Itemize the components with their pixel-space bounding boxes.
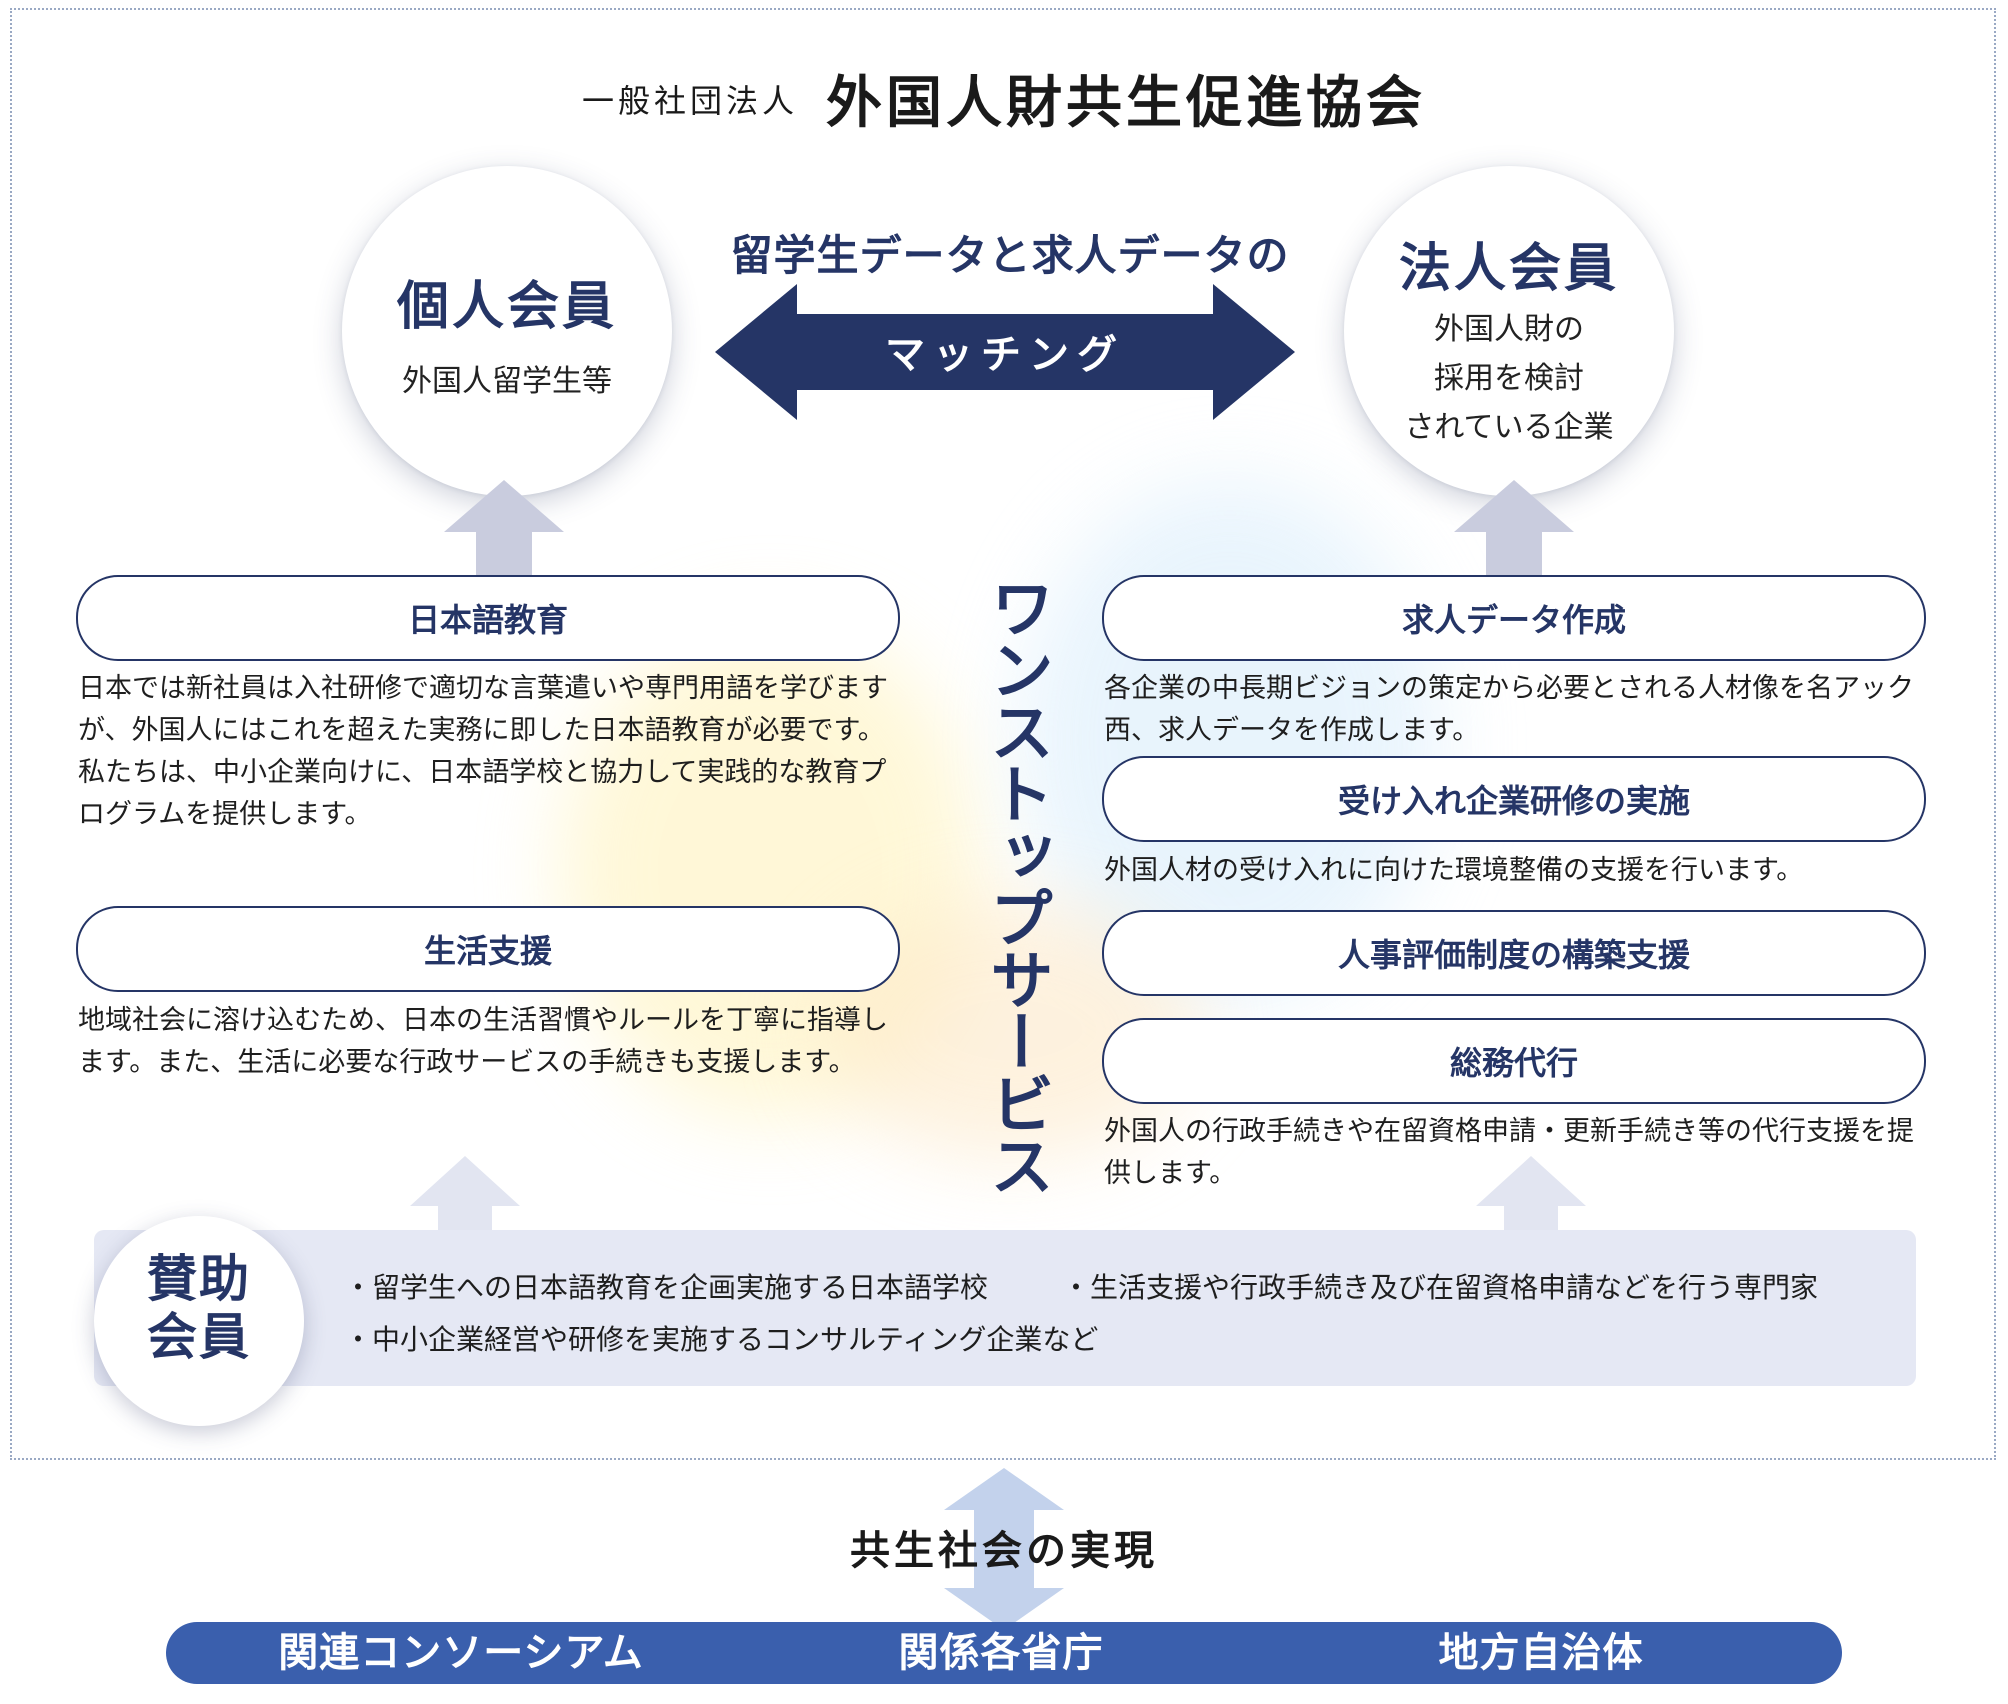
service-title: 日本語教育 xyxy=(407,601,568,639)
partner-ministries: 関係各省庁 xyxy=(898,1630,1104,1676)
individual-member-circle: 個人会員 外国人留学生等 xyxy=(342,166,672,496)
corporate-member-line: 外国人財の xyxy=(1434,312,1584,347)
service-company-training: 受け入れ企業研修の実施 xyxy=(1102,756,1926,842)
corporate-member-line: 採用を検討 xyxy=(1434,361,1584,396)
sponsor-title-line: 会員 xyxy=(147,1307,251,1366)
partners-bar: 関連コンソーシアム 関係各省庁 地方自治体 xyxy=(166,1622,1842,1684)
up-arrow-icon xyxy=(1454,480,1574,575)
service-japanese-education: 日本語教育 xyxy=(76,575,900,661)
service-description: 外国人材の受け入れに向けた環境整備の支援を行います。 xyxy=(1104,855,1804,886)
society-realization-label: 共生社会の実現 xyxy=(850,1528,1158,1574)
sponsor-item: ・中小企業経営や研修を実施するコンサルティング企業など xyxy=(344,1323,1099,1356)
partner-local-government: 地方自治体 xyxy=(1438,1630,1644,1676)
individual-member-subtitle: 外国人留学生等 xyxy=(402,364,612,399)
corporate-member-line: されている企業 xyxy=(1404,410,1614,445)
corporate-member-title: 法人会員 xyxy=(1398,238,1619,299)
vertical-double-arrow-icon xyxy=(944,1468,1064,1630)
sponsor-item: ・留学生への日本語教育を企画実施する日本語学校 xyxy=(344,1271,989,1304)
up-arrow-icon xyxy=(410,1156,520,1232)
matching-double-arrow-icon xyxy=(715,284,1295,420)
title-main: 外国人財共生促進協会 xyxy=(826,70,1426,136)
service-description: 各企業の中長期ビジョンの策定から必要とされる人材像を名アック西、求人データを作成… xyxy=(1104,673,1914,746)
sponsor-member-circle: 賛助 会員 xyxy=(94,1216,304,1426)
content-frame xyxy=(10,8,1996,1460)
service-title: 生活支援 xyxy=(423,932,552,970)
service-description: 日本では新社員は入社研修で適切な言葉遣いや専門用語を学びますが、外国人にはこれを… xyxy=(78,673,888,830)
service-description: 外国人の行政手続きや在留資格申請・更新手続き等の代行支援を提供します。 xyxy=(1104,1116,1914,1189)
service-general-affairs: 総務代行 xyxy=(1102,1018,1926,1104)
service-title: 総務代行 xyxy=(1449,1044,1578,1082)
sponsor-title-line: 賛助 xyxy=(147,1249,251,1308)
corporate-member-circle: 法人会員 外国人財の 採用を検討 されている企業 xyxy=(1344,166,1674,496)
service-job-data: 求人データ作成 xyxy=(1102,575,1926,661)
matching-label: マッチング xyxy=(885,332,1125,378)
sponsor-member-band: ・留学生への日本語教育を企画実施する日本語学校 ・生活支援や行政手続き及び在留資… xyxy=(94,1230,1916,1386)
service-life-support: 生活支援 xyxy=(76,906,900,992)
sponsor-item: ・生活支援や行政手続き及び在留資格申請などを行う専門家 xyxy=(1062,1271,1819,1304)
service-description: 地域社会に溶け込むため、日本の生活習慣やルールを丁寧に指導します。また、生活に必… xyxy=(78,1005,888,1078)
service-hr-evaluation: 人事評価制度の構築支援 xyxy=(1102,910,1926,996)
matching-caption: 留学生データと求人データの xyxy=(730,231,1290,280)
up-arrow-icon xyxy=(444,480,564,575)
service-title: 求人データ作成 xyxy=(1401,601,1626,639)
service-title: 人事評価制度の構築支援 xyxy=(1337,936,1690,974)
service-title: 受け入れ企業研修の実施 xyxy=(1337,782,1690,820)
partner-consortium: 関連コンソーシアム xyxy=(278,1630,644,1676)
one-stop-service-label: ワンストップサービス xyxy=(979,575,1053,1195)
individual-member-title: 個人会員 xyxy=(396,276,617,337)
title-prefix: 一般社団法人 xyxy=(581,81,798,120)
up-arrow-icon xyxy=(1476,1156,1586,1232)
page-title: 一般社団法人外国人財共生促進協会 xyxy=(0,58,2008,139)
